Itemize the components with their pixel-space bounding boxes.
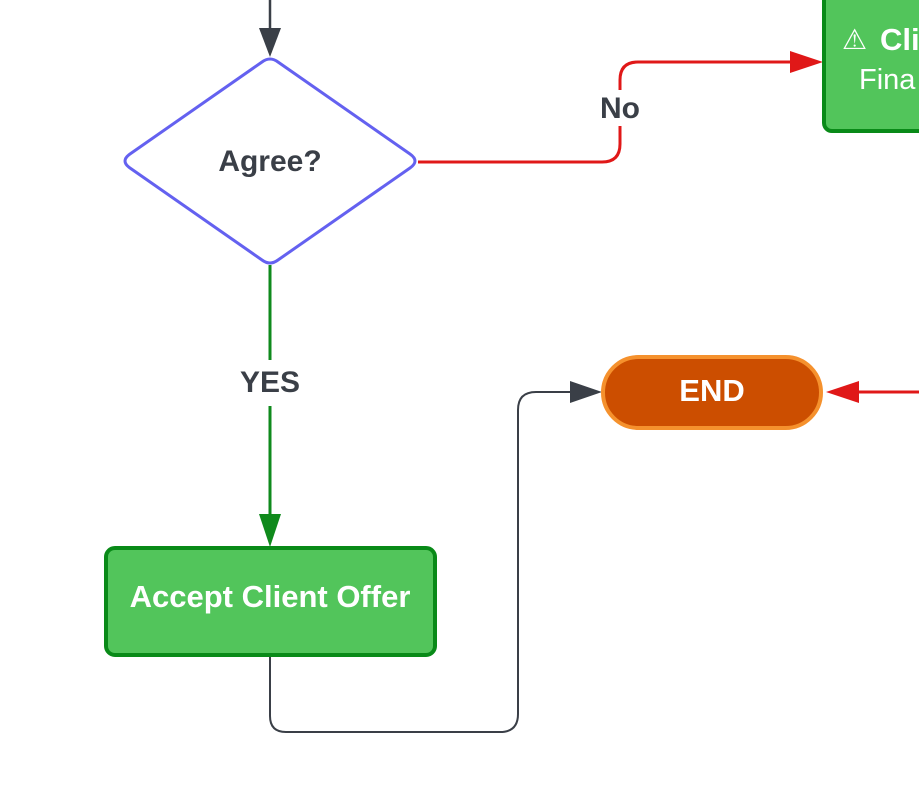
client-node[interactable]: ⚠ Cli Fina [822, 0, 919, 133]
accept-client-offer-node[interactable]: Accept Client Offer [104, 546, 437, 657]
client-node-title: Cli [880, 22, 919, 57]
incoming-edge [259, 0, 281, 57]
decision-label: Agree? [218, 145, 321, 178]
client-node-subtitle: Fina [859, 64, 916, 96]
yes-edge: YES [232, 265, 308, 547]
yes-edge-arrowhead [259, 514, 281, 547]
end-node[interactable]: END [601, 355, 823, 430]
incoming-arrowhead [259, 28, 281, 57]
no-edge-label: No [600, 92, 640, 125]
no-edge-arrowhead [790, 51, 823, 73]
right-incoming-arrowhead [826, 381, 859, 403]
right-incoming-edge [826, 381, 919, 403]
end-label: END [679, 373, 744, 408]
accept-to-end-edge [269, 381, 602, 733]
warning-icon: ⚠ [842, 24, 867, 55]
no-edge: No [418, 51, 823, 164]
yes-edge-label: YES [240, 366, 300, 399]
accept-to-end-arrowhead [570, 381, 602, 403]
decision-node[interactable]: Agree? [123, 57, 417, 265]
accept-client-offer-label: Accept Client Offer [130, 579, 411, 614]
